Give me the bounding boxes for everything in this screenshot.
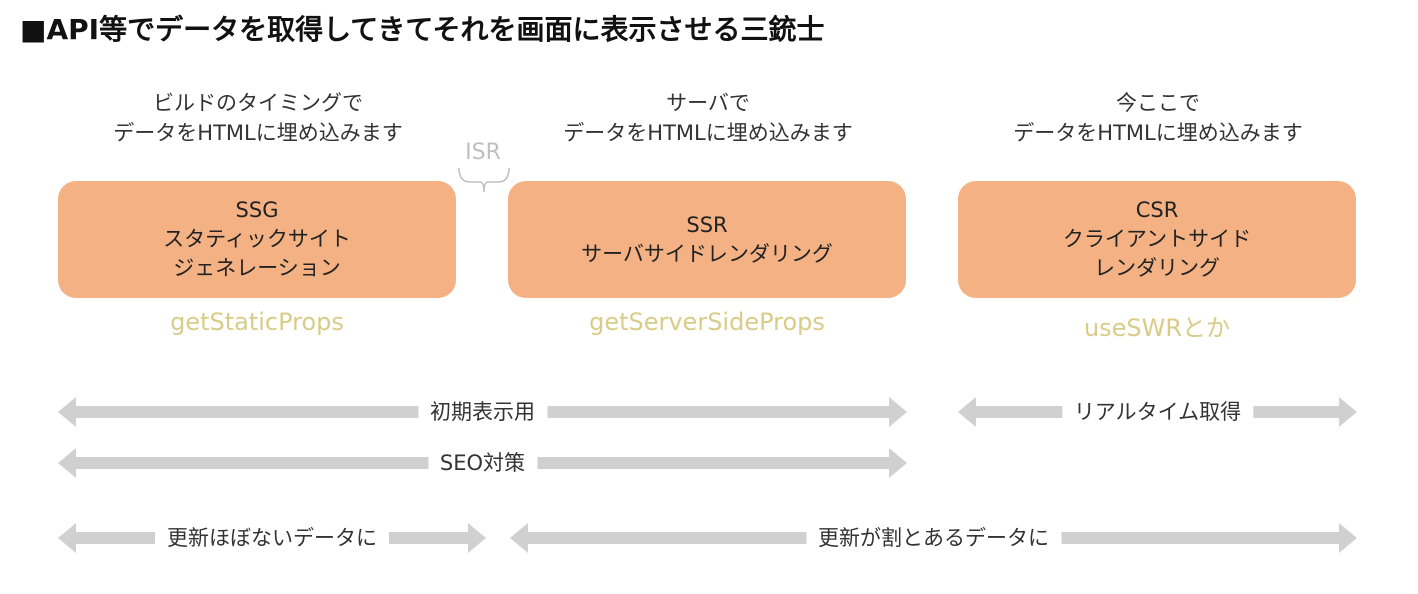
ssr-box: SSR サーバサイドレンダリング	[508, 181, 906, 298]
arrow-left-icon	[510, 523, 528, 553]
ssg-description: ビルドのタイミングで データをHTMLに埋め込みます	[48, 88, 468, 148]
initial-display-label: 初期表示用	[418, 397, 547, 427]
rarely-updated-label: 更新ほぼないデータに	[155, 523, 389, 553]
ssr-description-line2: データをHTMLに埋め込みます	[563, 121, 853, 145]
ssg-box-line3: ジェネレーション	[173, 256, 341, 280]
ssg-function-label: getStaticProps	[170, 308, 344, 336]
rarely-updated-arrow: 更新ほぼないデータに	[58, 523, 486, 553]
ssg-description-line2: データをHTMLに埋め込みます	[113, 121, 403, 145]
arrow-right-icon	[468, 523, 486, 553]
ssr-description-line1: サーバで	[666, 91, 750, 115]
arrow-right-icon	[889, 448, 907, 478]
seo-arrow: SEO対策	[58, 448, 907, 478]
often-updated-arrow: 更新が割とあるデータに	[510, 523, 1357, 553]
csr-box-line3: レンダリング	[1094, 256, 1220, 280]
ssg-box-line2: スタティックサイト	[163, 227, 351, 251]
initial-display-arrow: 初期表示用	[58, 397, 907, 427]
seo-label: SEO対策	[427, 448, 538, 478]
csr-box-abbr: CSR	[1135, 198, 1179, 222]
csr-box-line2: クライアントサイド	[1062, 227, 1252, 251]
page-title: ■API等でデータを取得してきてそれを画面に表示させる三銃士	[20, 13, 825, 46]
arrow-left-icon	[58, 397, 76, 427]
often-updated-label: 更新が割とあるデータに	[806, 523, 1061, 553]
arrow-right-icon	[889, 397, 907, 427]
csr-description-line2: データをHTMLに埋め込みます	[1013, 121, 1303, 145]
arrow-right-icon	[1339, 397, 1357, 427]
ssg-description-line1: ビルドのタイミングで	[153, 91, 363, 115]
isr-brace-icon	[458, 167, 510, 193]
realtime-label: リアルタイム取得	[1061, 397, 1254, 427]
arrow-left-icon	[958, 397, 976, 427]
ssr-box-line2: サーバサイドレンダリング	[581, 241, 833, 266]
csr-description-line1: 今ここで	[1116, 91, 1200, 115]
ssg-box: SSG スタティックサイト ジェネレーション	[58, 181, 456, 298]
ssr-function-label: getServerSideProps	[589, 308, 825, 336]
realtime-arrow: リアルタイム取得	[958, 397, 1357, 427]
csr-box: CSR クライアントサイド レンダリング	[958, 181, 1356, 298]
ssr-description: サーバで データをHTMLに埋め込みます	[498, 88, 918, 148]
arrow-right-icon	[1339, 523, 1357, 553]
csr-description: 今ここで データをHTMLに埋め込みます	[948, 88, 1368, 148]
csr-function-label: useSWRとか	[1083, 314, 1231, 342]
ssr-box-abbr: SSR	[686, 212, 728, 237]
arrow-left-icon	[58, 523, 76, 553]
isr-label: ISR	[465, 140, 501, 165]
ssg-box-abbr: SSG	[235, 198, 279, 222]
arrow-left-icon	[58, 448, 76, 478]
